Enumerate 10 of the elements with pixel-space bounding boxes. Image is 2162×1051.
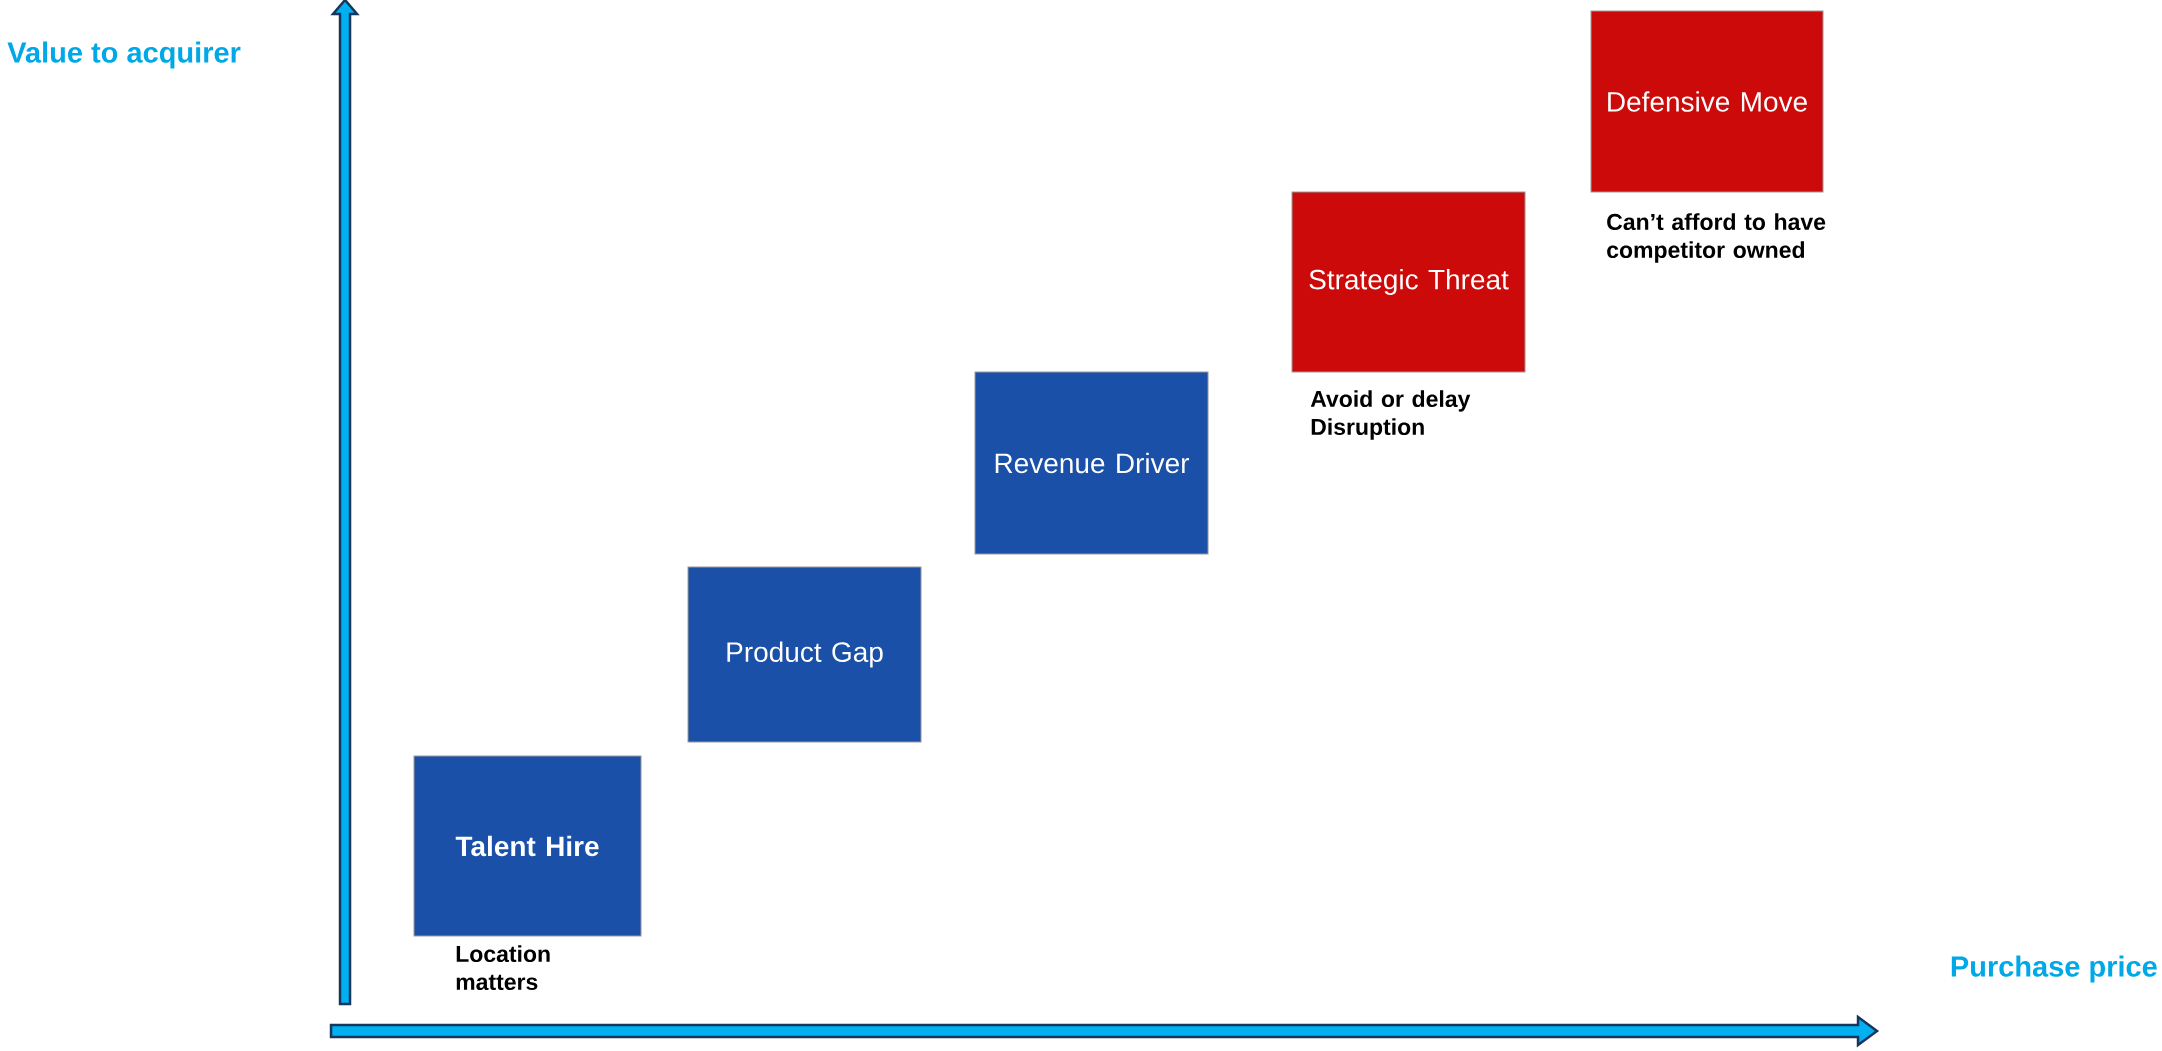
axis-title: Purchase price bbox=[1951, 955, 2157, 983]
box-caption: Location matters bbox=[456, 945, 550, 991]
category-box: Revenue Driver bbox=[974, 371, 1209, 555]
category-box: Talent Hire bbox=[413, 755, 642, 937]
category-box: Product Gap bbox=[687, 566, 922, 743]
category-box: Defensive Move bbox=[1590, 10, 1824, 193]
box-caption: Avoid or delay Disruption bbox=[1310, 390, 1471, 440]
box-caption: Can’t afford to have competitor owned bbox=[1607, 213, 1826, 263]
axis-title: Value to acquirer bbox=[7, 41, 241, 69]
category-box: Strategic Threat bbox=[1291, 191, 1526, 373]
